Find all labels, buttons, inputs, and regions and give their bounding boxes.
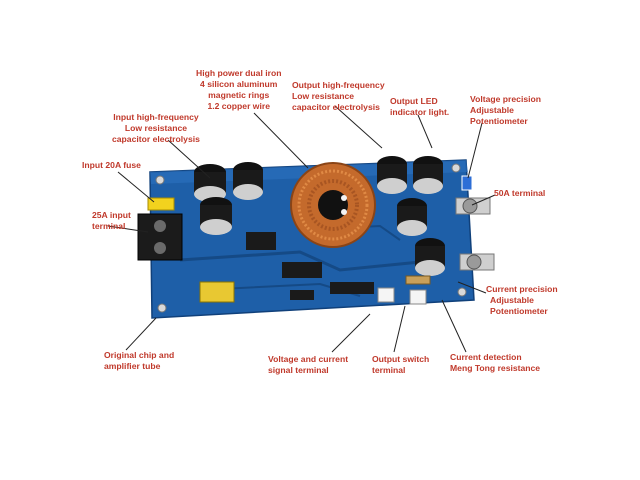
label-output-capacitor-line-2: Low resistance <box>292 91 355 101</box>
label-chip-line-2: amplifier tube <box>104 361 161 371</box>
output-capacitors <box>377 156 445 276</box>
label-iron-core: High power dual iron 4 silicon aluminum … <box>196 68 281 112</box>
input-capacitors <box>194 162 263 235</box>
label-input-capacitor: Input high-frequency Low resistance capa… <box>112 112 200 145</box>
leader-line-input-fuse <box>117 171 155 203</box>
label-iron-core-line-3: magnetic rings <box>208 90 270 100</box>
label-signal-terminal-line-2: signal terminal <box>268 365 329 375</box>
label-output-led-line-1: Output LED <box>390 96 438 106</box>
label-chip: Original chip and amplifier tube <box>104 350 174 372</box>
label-input-terminal-line-1: 25A input <box>92 210 131 220</box>
label-input-capacitor-line-3: capacitor electrolysis <box>112 134 200 144</box>
fuse <box>147 197 175 211</box>
current-sense-resistor <box>405 275 431 285</box>
leader-line-output-capacitor <box>334 105 383 149</box>
leader-line-output-switch <box>393 305 406 353</box>
label-output-capacitor: Output high-frequency Low resistance cap… <box>292 80 385 113</box>
label-output-switch: Output switch terminal <box>372 354 429 376</box>
label-input-terminal-line-2: terminal <box>92 221 126 231</box>
label-voltage-pot-line-2: Adjustable <box>470 105 514 115</box>
label-current-pot-line-1: Current precision <box>486 284 558 294</box>
label-signal-terminal-line-1: Voltage and current <box>268 354 349 364</box>
leader-line-input-terminal <box>107 225 149 233</box>
label-input-fuse-line-1: Input 20A fuse <box>82 160 141 170</box>
label-output-capacitor-line-3: capacitor electrolysis <box>292 102 380 112</box>
label-chip-line-1: Original chip and <box>104 350 175 360</box>
chips <box>246 232 374 300</box>
label-current-detect-line-2: Meng Tong resistance <box>450 363 541 373</box>
label-iron-core-line-1: High power dual iron <box>196 68 282 78</box>
label-current-pot-line-3: Potentiometer <box>490 306 548 316</box>
output-terminals <box>455 197 495 271</box>
transformer <box>199 281 235 303</box>
label-current-pot: Current precision Adjustable Potentiomet… <box>486 284 558 317</box>
leader-line-output-terminal <box>471 194 496 206</box>
input-terminal-block <box>137 213 183 261</box>
label-input-terminal: 25A input terminal <box>92 210 131 232</box>
label-output-switch-line-1: Output switch <box>372 354 430 364</box>
leader-line-signal-terminal <box>331 313 371 353</box>
label-signal-terminal: Voltage and current signal terminal <box>268 354 348 376</box>
label-iron-core-line-2: 4 silicon aluminum <box>200 79 278 89</box>
label-output-capacitor-line-1: Output high-frequency <box>292 80 385 90</box>
label-input-fuse: Input 20A fuse <box>82 160 141 171</box>
label-current-detect: Current detection Meng Tong resistance <box>450 352 540 374</box>
label-iron-core-line-4: 1.2 copper wire <box>207 101 271 111</box>
leader-line-chip <box>125 317 157 351</box>
voltage-potentiometer <box>461 175 473 191</box>
leader-line-current-pot <box>457 281 487 294</box>
signal-connectors <box>377 287 427 305</box>
label-output-switch-line-2: terminal <box>372 365 406 375</box>
label-input-capacitor-line-2: Low resistance <box>124 123 187 133</box>
label-voltage-pot-line-3: Potentiometer <box>470 116 528 126</box>
label-output-led-line-2: indicator light. <box>390 107 450 117</box>
leader-line-voltage-pot <box>467 122 483 179</box>
label-current-pot-line-2: Adjustable <box>490 295 534 305</box>
label-input-capacitor-line-1: Input high-frequency <box>113 112 199 122</box>
label-output-terminal: 50A terminal <box>494 188 545 199</box>
toroid-inductor <box>290 162 376 248</box>
label-current-detect-line-1: Current detection <box>450 352 522 362</box>
leader-line-current-detect <box>441 299 467 353</box>
label-output-terminal-line-1: 50A terminal <box>494 188 546 198</box>
leader-line-input-capacitor <box>167 139 211 179</box>
leader-line-output-led <box>417 114 433 149</box>
label-voltage-pot-line-1: Voltage precision <box>470 94 541 104</box>
label-output-led: Output LED indicator light. <box>390 96 449 118</box>
leader-line-iron-core <box>253 112 309 169</box>
label-voltage-pot: Voltage precision Adjustable Potentiomet… <box>470 94 541 127</box>
